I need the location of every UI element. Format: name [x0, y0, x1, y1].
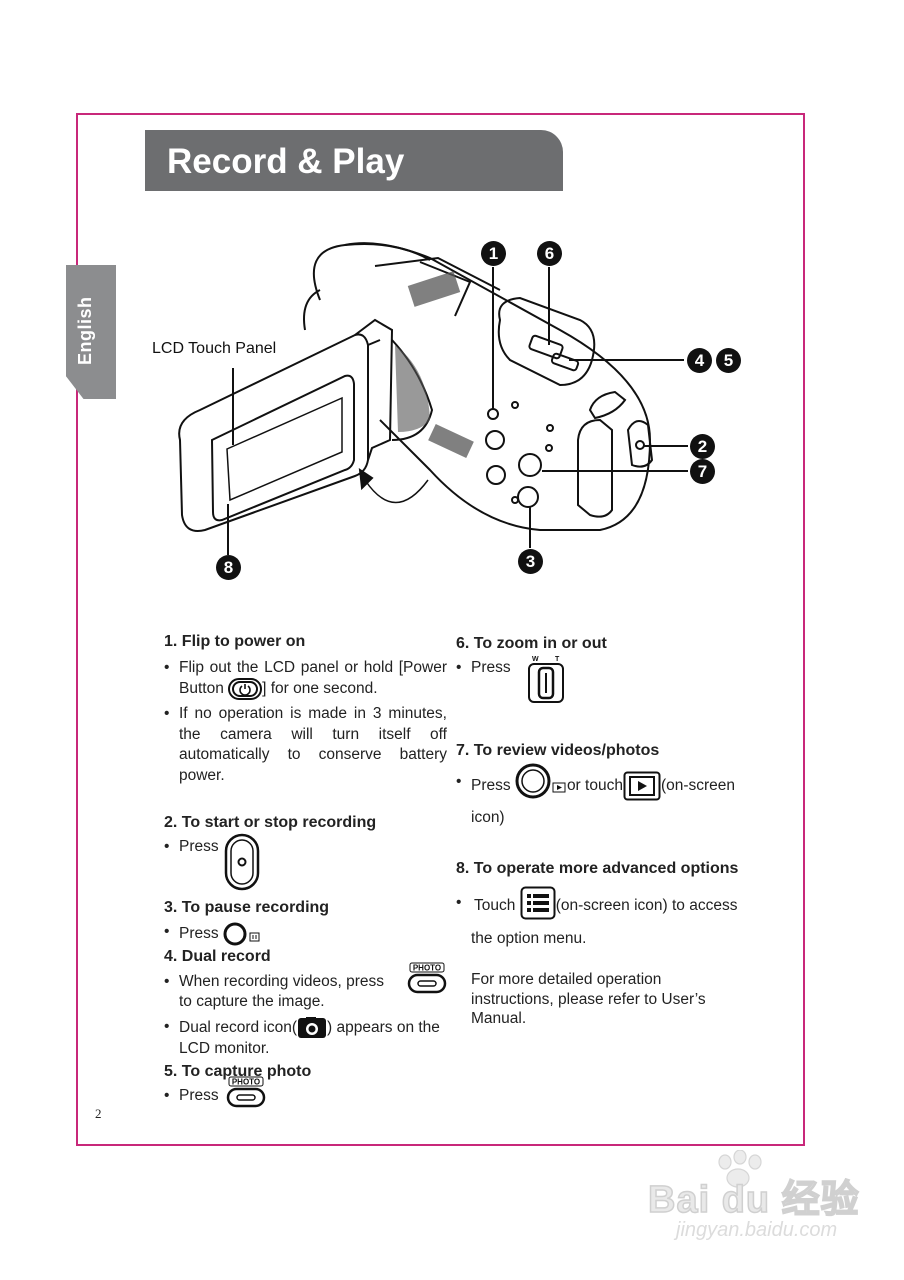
section-heading: 4. Dual record	[164, 948, 271, 965]
section-dual-record: 4. Dual record When recording videos, pr…	[164, 947, 447, 1059]
section-advanced-options: 8. To operate more advanced options Touc…	[456, 859, 766, 950]
zoom-lever-icon: W T	[528, 656, 564, 703]
language-tab: English	[66, 265, 116, 399]
zoom-tele-label: T	[555, 656, 560, 663]
page-number: 2	[95, 1106, 102, 1121]
record-button-icon	[224, 833, 260, 890]
section-capture-photo: 5. To capture photo Press PHOTO	[164, 1062, 447, 1107]
callout-1: 1	[481, 241, 506, 266]
list-item: Press or touch (on-screen icon)	[456, 763, 766, 829]
section-zoom: 6. To zoom in or out Press W T	[456, 634, 766, 703]
bullet-text: Touch	[474, 896, 516, 914]
bullet-text: Press	[471, 658, 511, 676]
section-heading: 7. To review videos/photos	[456, 742, 660, 759]
bullet-text: Press	[179, 837, 219, 855]
bullet-text: Flip out the LCD panel or hold [Power Bu…	[179, 658, 447, 698]
section-heading: 2. To start or stop recording	[164, 814, 377, 831]
bullet-text: to capture the image.	[179, 993, 325, 1010]
list-item: Press	[164, 922, 447, 946]
language-tab-label: English	[75, 296, 95, 365]
list-item: Press PHOTO	[164, 1076, 447, 1107]
list-item: Flip out the LCD panel or hold [Power Bu…	[164, 658, 447, 700]
power-button-icon	[228, 678, 263, 700]
page-title-bar: Record & Play	[145, 130, 563, 191]
playback-icon	[623, 771, 661, 800]
photo-label: PHOTO	[232, 1077, 260, 1086]
list-item: Touch (on-screen icon) to access the opt…	[456, 886, 766, 950]
bullet-text: ) appears on the LCD monitor.	[179, 1018, 440, 1057]
section-heading: 6. To zoom in or out	[456, 635, 607, 652]
manual-note: For more detailed operation instructions…	[471, 971, 706, 1027]
photo-button-icon: PHOTO	[407, 962, 447, 993]
menu-icon	[520, 886, 556, 919]
bullet-text: the option menu.	[471, 929, 587, 947]
callout-8: 8	[216, 555, 241, 580]
callout-2: 2	[690, 434, 715, 459]
pause-button-icon	[223, 922, 260, 945]
camera-icon	[298, 1016, 327, 1038]
bullet-text: If no operation is made in 3 minutes, th…	[179, 705, 447, 784]
section-power-on: 1. Flip to power on Flip out the LCD pan…	[164, 632, 447, 786]
section-start-stop-recording: 2. To start or stop recording Press	[164, 813, 447, 890]
bullet-text: Press	[179, 924, 219, 942]
lcd-touch-panel-label: LCD Touch Panel	[152, 340, 277, 357]
list-item: Press W T	[456, 656, 766, 703]
page-frame	[76, 113, 805, 1146]
photo-button-icon: PHOTO	[226, 1076, 266, 1107]
bullet-text: or touch	[566, 776, 623, 794]
bullet-text: icon)	[471, 808, 505, 826]
page-title: Record & Play	[167, 142, 405, 181]
bullet-text: (on-screen	[660, 776, 736, 794]
photo-label: PHOTO	[413, 963, 441, 972]
bullet-text: Press	[179, 1086, 219, 1104]
watermark-brand: Bai du 经验	[647, 1178, 860, 1222]
callout-4: 4	[687, 348, 712, 373]
section-heading: 5. To capture photo	[164, 1063, 312, 1080]
bullet-text: Dual record icon(	[179, 1018, 298, 1036]
callout-7: 7	[690, 459, 715, 484]
zoom-wide-label: W	[532, 656, 539, 663]
callout-5: 5	[716, 348, 741, 373]
section-heading: 1. Flip to power on	[164, 633, 306, 650]
camcorder-diagram	[178, 242, 688, 555]
review-button-icon	[515, 763, 566, 798]
bullet-text: When recording videos, press	[179, 972, 385, 990]
bullet-text: Press	[471, 776, 511, 794]
section-pause-recording: 3. To pause recording Press	[164, 898, 447, 946]
baidu-paw-watermark-icon	[718, 1150, 762, 1188]
list-item: If no operation is made in 3 minutes, th…	[164, 704, 447, 786]
list-item: Dual record icon() appears on the LCD mo…	[164, 1016, 447, 1060]
section-heading: 3. To pause recording	[164, 899, 330, 916]
bullet-text: (on-screen icon) to access	[555, 896, 738, 914]
callout-6: 6	[537, 241, 562, 266]
list-item: Press	[164, 833, 447, 890]
list-item: When recording videos, press PHOTO to ca…	[164, 962, 447, 1013]
section-heading: 8. To operate more advanced options	[456, 860, 739, 877]
bullet-text: ] for one second.	[262, 680, 378, 698]
callout-3: 3	[518, 549, 543, 574]
section-review: 7. To review videos/photos Press or touc…	[456, 741, 766, 829]
watermark-url: jingyan.baidu.com	[676, 1219, 838, 1241]
